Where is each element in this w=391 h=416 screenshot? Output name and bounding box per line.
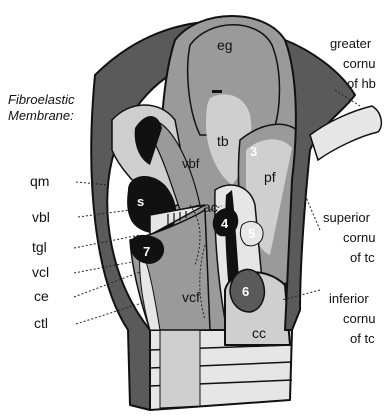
label-fibroelastic-membrane: Fibroelastic — [8, 92, 75, 107]
label-s: s — [137, 194, 144, 209]
number-7: 7 — [143, 244, 150, 259]
label-greater-cornu-2: cornu — [343, 56, 376, 71]
label-greater-cornu-1: greater — [330, 36, 372, 51]
label-superior-cornu-2: cornu — [343, 230, 376, 245]
label-vbf: vbf — [182, 156, 200, 171]
label-superior-cornu-3: of tc — [350, 250, 375, 265]
label-ac: ac — [203, 199, 218, 215]
label-vcl: vcl — [32, 264, 49, 280]
label-vbl: vbl — [32, 209, 50, 225]
label-fibroelastic-membrane-2: Membrane: — [8, 108, 74, 123]
label-pf: pf — [264, 169, 276, 185]
number-4: 4 — [221, 216, 229, 231]
thyroid-cartilage-right — [285, 40, 355, 330]
label-greater-cornu-3: of hb — [347, 76, 376, 91]
label-ctl: ctl — [34, 315, 48, 331]
label-tb: tb — [217, 133, 229, 149]
leader-superior-cornu — [305, 195, 320, 230]
epiglottis-mark — [212, 90, 222, 93]
number-5: 5 — [248, 226, 255, 241]
label-tgl: tgl — [32, 239, 47, 255]
label-vcf: vcf — [182, 289, 200, 305]
label-eg: eg — [217, 37, 233, 53]
label-inferior-cornu-2: cornu — [343, 311, 376, 326]
label-superior-cornu-1: superior — [323, 210, 371, 225]
label-cc: cc — [252, 325, 266, 341]
trachea-band — [160, 330, 200, 408]
label-inferior-cornu-1: inferior — [329, 291, 369, 306]
number-3: 3 — [250, 144, 257, 159]
label-ce: ce — [34, 288, 49, 304]
label-inferior-cornu-3: of tc — [350, 331, 375, 346]
number-6: 6 — [242, 284, 249, 299]
label-qm: qm — [30, 173, 49, 189]
